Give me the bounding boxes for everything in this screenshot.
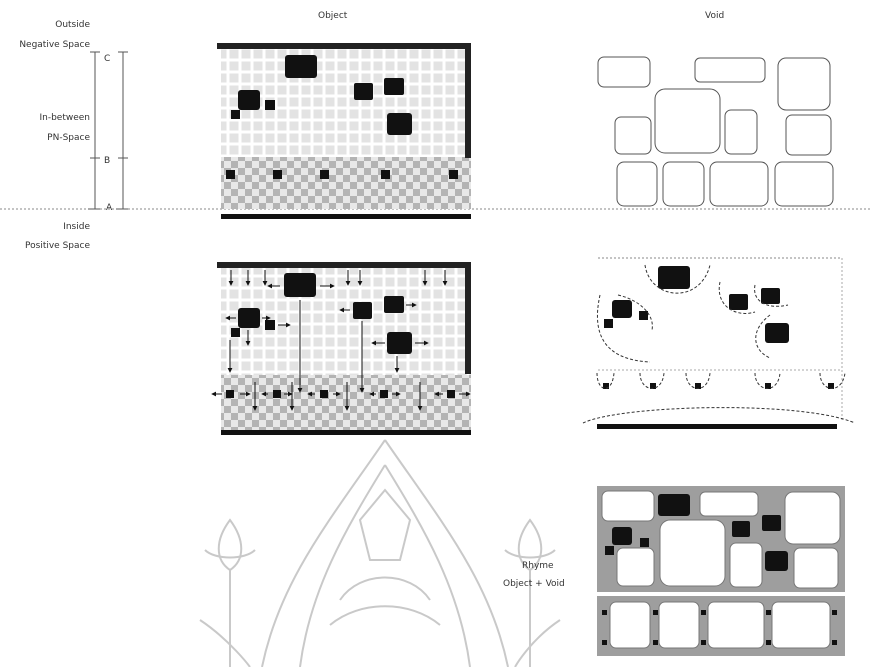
rhyme-label: Rhyme [522, 561, 554, 571]
label-inside: Inside [63, 222, 90, 232]
object-panel-top [217, 43, 471, 219]
object-header: Object [318, 11, 347, 21]
axis-a-c [88, 52, 128, 209]
axis-marker-c: C [104, 54, 110, 64]
label-outside: Outside [55, 20, 90, 30]
void-panel-top [598, 57, 833, 206]
top-wall [217, 43, 471, 49]
void-header: Void [705, 11, 724, 21]
object-panel-forces [212, 262, 471, 435]
void-panel-fields [583, 258, 855, 429]
axis-marker-b: B [104, 156, 110, 166]
label-positive-space: Positive Space [25, 241, 90, 251]
right-wall [465, 43, 471, 158]
rhyme-panel [597, 486, 845, 656]
emblem-watermark [200, 440, 560, 667]
axis-marker-a: A [106, 203, 112, 213]
label-in-between: In-between [39, 113, 90, 123]
floor-bar [221, 214, 471, 219]
label-negative-space: Negative Space [19, 40, 90, 50]
label-pn-space: PN-Space [47, 133, 90, 143]
rhyme-sublabel: Object + Void [503, 579, 565, 589]
